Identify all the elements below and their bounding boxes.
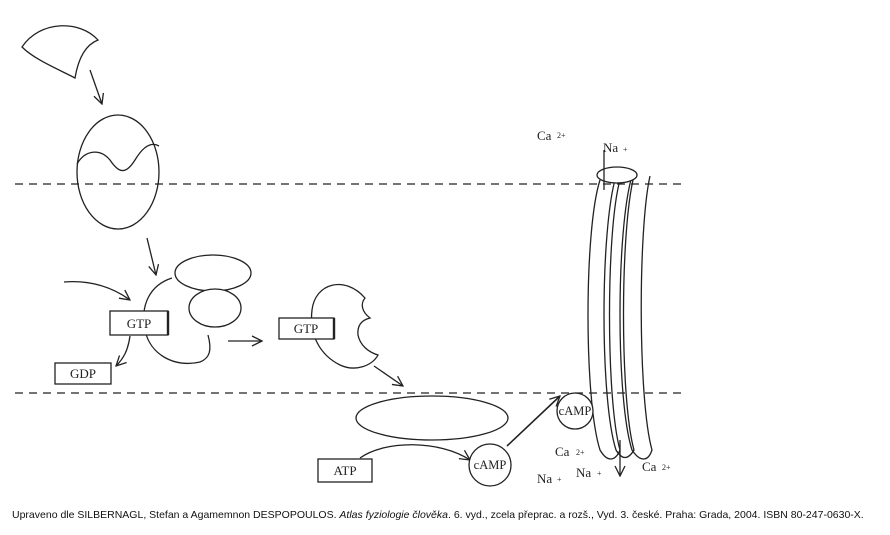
camp-label-2: cAMP: [559, 404, 592, 418]
ca-top-charge: 2+: [557, 131, 566, 140]
ca-right-charge: 2+: [662, 463, 671, 472]
receptor-ellipse: [76, 114, 160, 230]
arrow-alpha-to-cyclase: [373, 365, 403, 386]
caption-suffix: . 6. vyd., zcela přeprac. a rozš., Vyd. …: [447, 509, 864, 521]
caption-title: Atlas fyziologie člověka: [339, 509, 448, 521]
ligand-shape: [21, 25, 100, 79]
arrow-gtp-to-gdp: [116, 335, 131, 366]
ca-right-label: Ca: [642, 459, 657, 474]
ca-mid-label: Ca: [555, 444, 570, 459]
na-mid-charge: +: [597, 469, 602, 478]
arrow-ligand-to-receptor: [89, 69, 102, 104]
camp-circle-1: [468, 443, 512, 487]
atp-label: ATP: [333, 463, 356, 478]
na-top-charge: +: [623, 145, 628, 154]
na-left-charge: +: [557, 475, 562, 484]
alpha-subunit-activated: [310, 283, 379, 369]
ca-mid-charge: 2+: [576, 448, 585, 457]
gdp-label: GDP: [70, 366, 96, 381]
na-left-label: Na: [537, 471, 552, 486]
camp-label-1: cAMP: [474, 458, 507, 472]
ca-top-label: Ca: [537, 128, 552, 143]
arrow-into-gprotein: [63, 281, 130, 300]
g-protein-alpha-subunit: [143, 277, 211, 364]
g-protein-subunit-mid: [188, 288, 242, 328]
source-caption: Upraveno dle SILBERNAGL, Stefan a Agamem…: [12, 509, 882, 521]
gdp-box: [54, 362, 112, 385]
na-mid-label: Na: [576, 465, 591, 480]
arrow-atp-to-camp: [359, 444, 470, 460]
na-top-label: Na: [603, 140, 618, 155]
atp-box: [317, 458, 373, 483]
receptor-binding-site: [76, 143, 160, 172]
gtp-label-1: GTP: [127, 316, 152, 331]
g-protein-subunit-top: [174, 254, 252, 292]
gtp-label-2: GTP: [294, 321, 319, 336]
arrow-camp-to-channel: [506, 396, 560, 447]
caption-prefix: Upraveno dle SILBERNAGL, Stefan a Agamem…: [12, 509, 340, 521]
arrow-receptor-to-gprotein: [146, 237, 156, 275]
adenylate-cyclase-ellipse: [355, 395, 509, 441]
camp-circle-2: [556, 392, 594, 430]
ion-channel: [587, 166, 653, 460]
